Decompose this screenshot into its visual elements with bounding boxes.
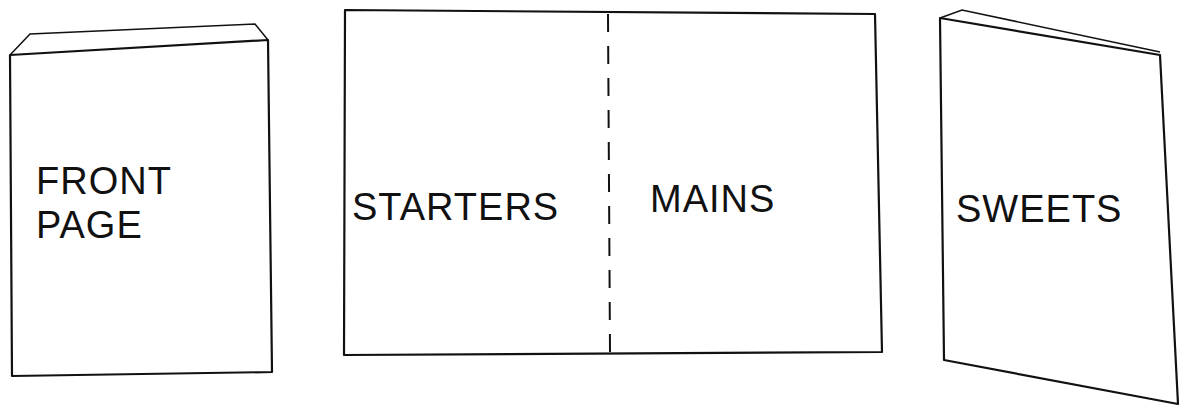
section-title: SWEETS <box>956 188 1122 232</box>
menu-page: FRONT PAGE <box>6 20 278 382</box>
page-outline <box>340 6 885 358</box>
menu-page: STARTERS MAINS <box>340 6 885 358</box>
menu-page: SWEETS <box>934 8 1184 406</box>
section-title: FRONT PAGE <box>36 160 216 247</box>
section-title: STARTERS <box>352 186 559 230</box>
section-title: MAINS <box>650 178 775 222</box>
